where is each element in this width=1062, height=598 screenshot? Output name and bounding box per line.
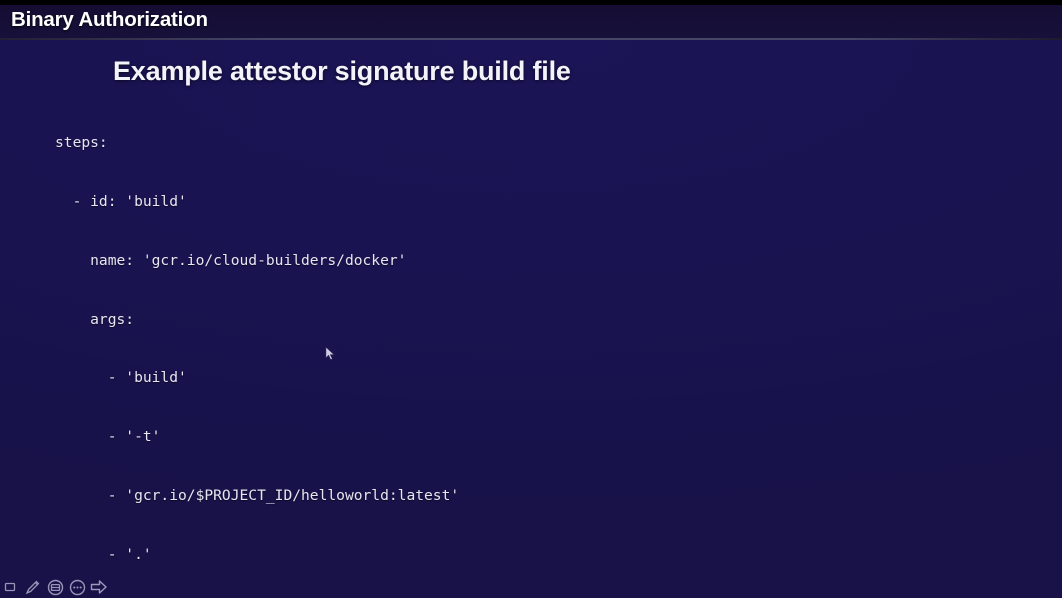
code-line: - '.' [55,545,152,563]
slide-title: Example attestor signature build file [113,56,571,86]
top-black-strip [0,0,1062,5]
code-line: args: [55,310,135,328]
window-header-title: Binary Authorization [11,8,208,31]
code-line: - id: 'build' [55,192,187,210]
header-divider [0,38,1062,40]
presentation-controls[interactable] [0,576,109,598]
screen-icon[interactable] [45,577,65,597]
code-line: - 'build' [55,369,187,387]
window-header-bar [0,5,1062,38]
code-line: name: 'gcr.io/cloud-builders/docker' [55,251,407,269]
pen-icon[interactable] [23,577,43,597]
code-block: steps: - id: 'build' name: 'gcr.io/cloud… [55,94,1040,598]
code-line: steps: [55,134,108,152]
slide-content-area: Example attestor signature build file st… [0,40,1062,598]
next-slide-icon[interactable] [89,577,109,597]
code-line: - '-t' [55,428,161,446]
pointer-icon[interactable] [1,577,21,597]
code-line: - 'gcr.io/$PROJECT_ID/helloworld:latest' [55,486,460,504]
more-options-icon[interactable] [67,577,87,597]
